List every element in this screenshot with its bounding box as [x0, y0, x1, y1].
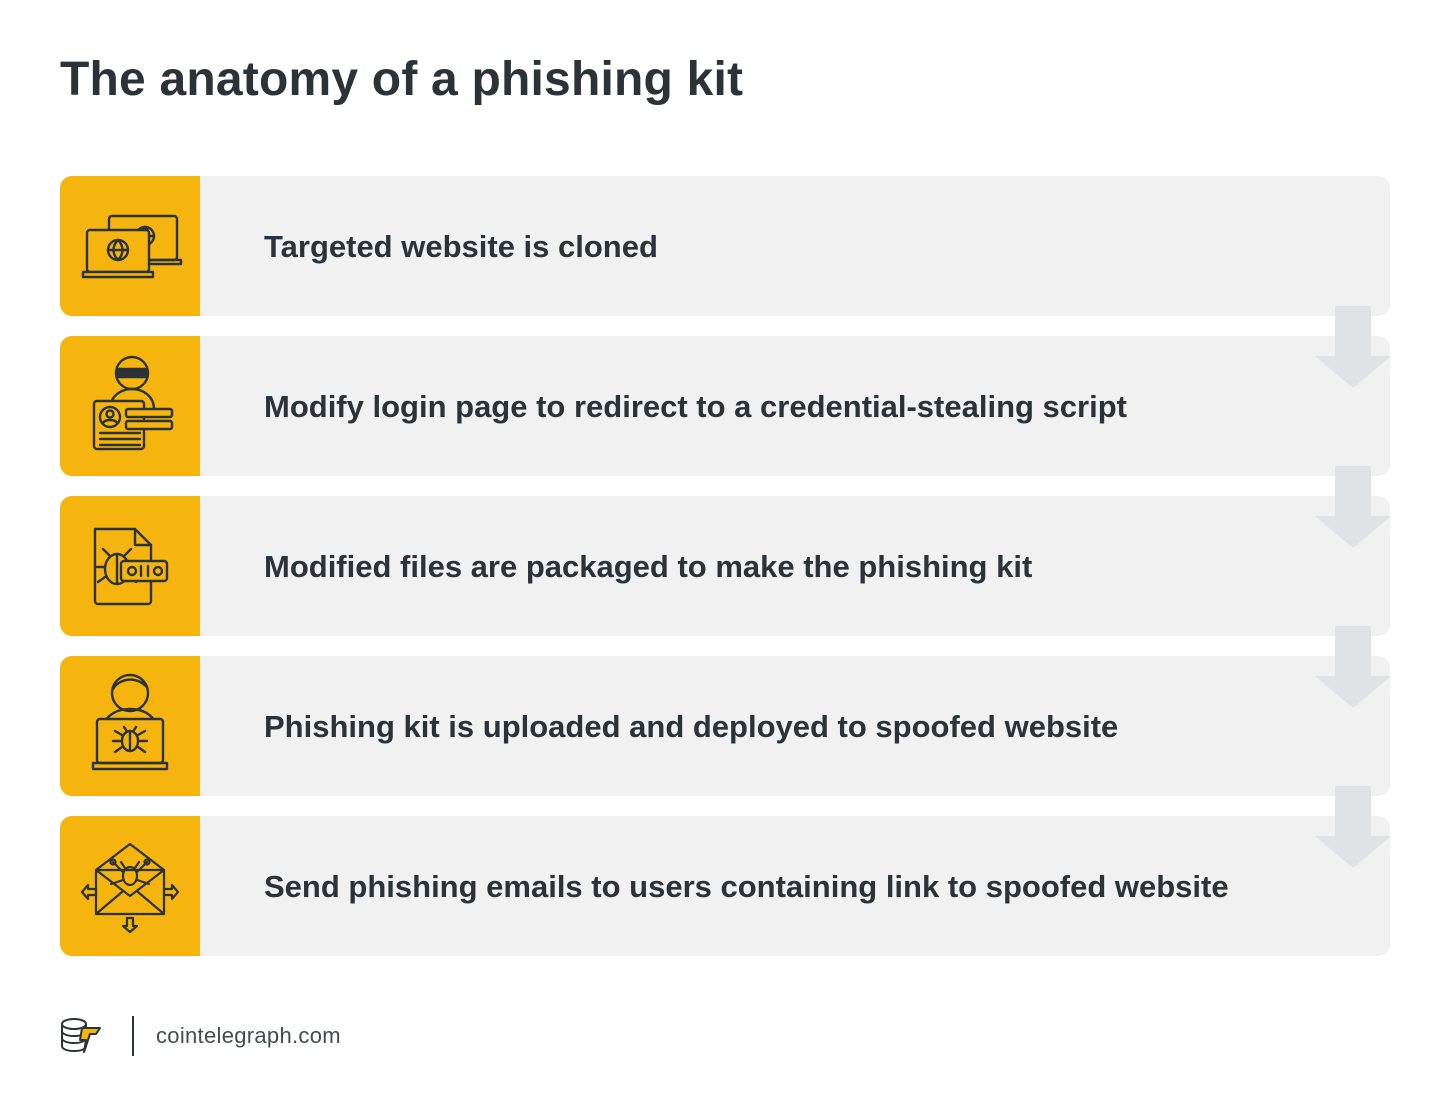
- step-1-icon-box: [60, 176, 200, 316]
- step-5: Send phishing emails to users containing…: [60, 816, 1390, 956]
- hacker-laptop-bug-icon: [91, 673, 169, 771]
- step-2-icon-box: [60, 336, 200, 476]
- footer: cointelegraph.com: [60, 1016, 341, 1056]
- phishing-email-icon: [80, 842, 180, 934]
- step-1: Targeted website is cloned: [60, 176, 1390, 316]
- step-1-label: Targeted website is cloned: [264, 228, 658, 264]
- step-3-icon-box: [60, 496, 200, 636]
- hacker-credentials-icon: [92, 355, 174, 451]
- malware-file-icon: [93, 527, 169, 606]
- site-url: cointelegraph.com: [156, 1023, 341, 1048]
- step-2: Modify login page to redirect to a crede…: [60, 336, 1390, 476]
- down-arrow-2: [1315, 466, 1391, 548]
- page-title: The anatomy of a phishing kit: [60, 53, 744, 106]
- down-arrow-4: [1315, 786, 1391, 868]
- footer-separator: [132, 1016, 134, 1056]
- down-arrow-1: [1315, 306, 1391, 388]
- cointelegraph-logo-icon: [61, 1018, 101, 1053]
- down-arrow-3: [1315, 626, 1391, 708]
- step-3-label: Modified files are packaged to make the …: [264, 548, 1033, 584]
- step-2-label: Modify login page to redirect to a crede…: [264, 388, 1127, 424]
- step-4-icon-box: [60, 656, 200, 796]
- step-4-label: Phishing kit is uploaded and deployed to…: [264, 708, 1119, 744]
- step-4: Phishing kit is uploaded and deployed to…: [60, 656, 1390, 796]
- step-3: Modified files are packaged to make the …: [60, 496, 1390, 636]
- step-5-icon-box: [60, 816, 200, 956]
- step-5-label: Send phishing emails to users containing…: [264, 868, 1229, 904]
- cloned-website-icon: [81, 214, 183, 279]
